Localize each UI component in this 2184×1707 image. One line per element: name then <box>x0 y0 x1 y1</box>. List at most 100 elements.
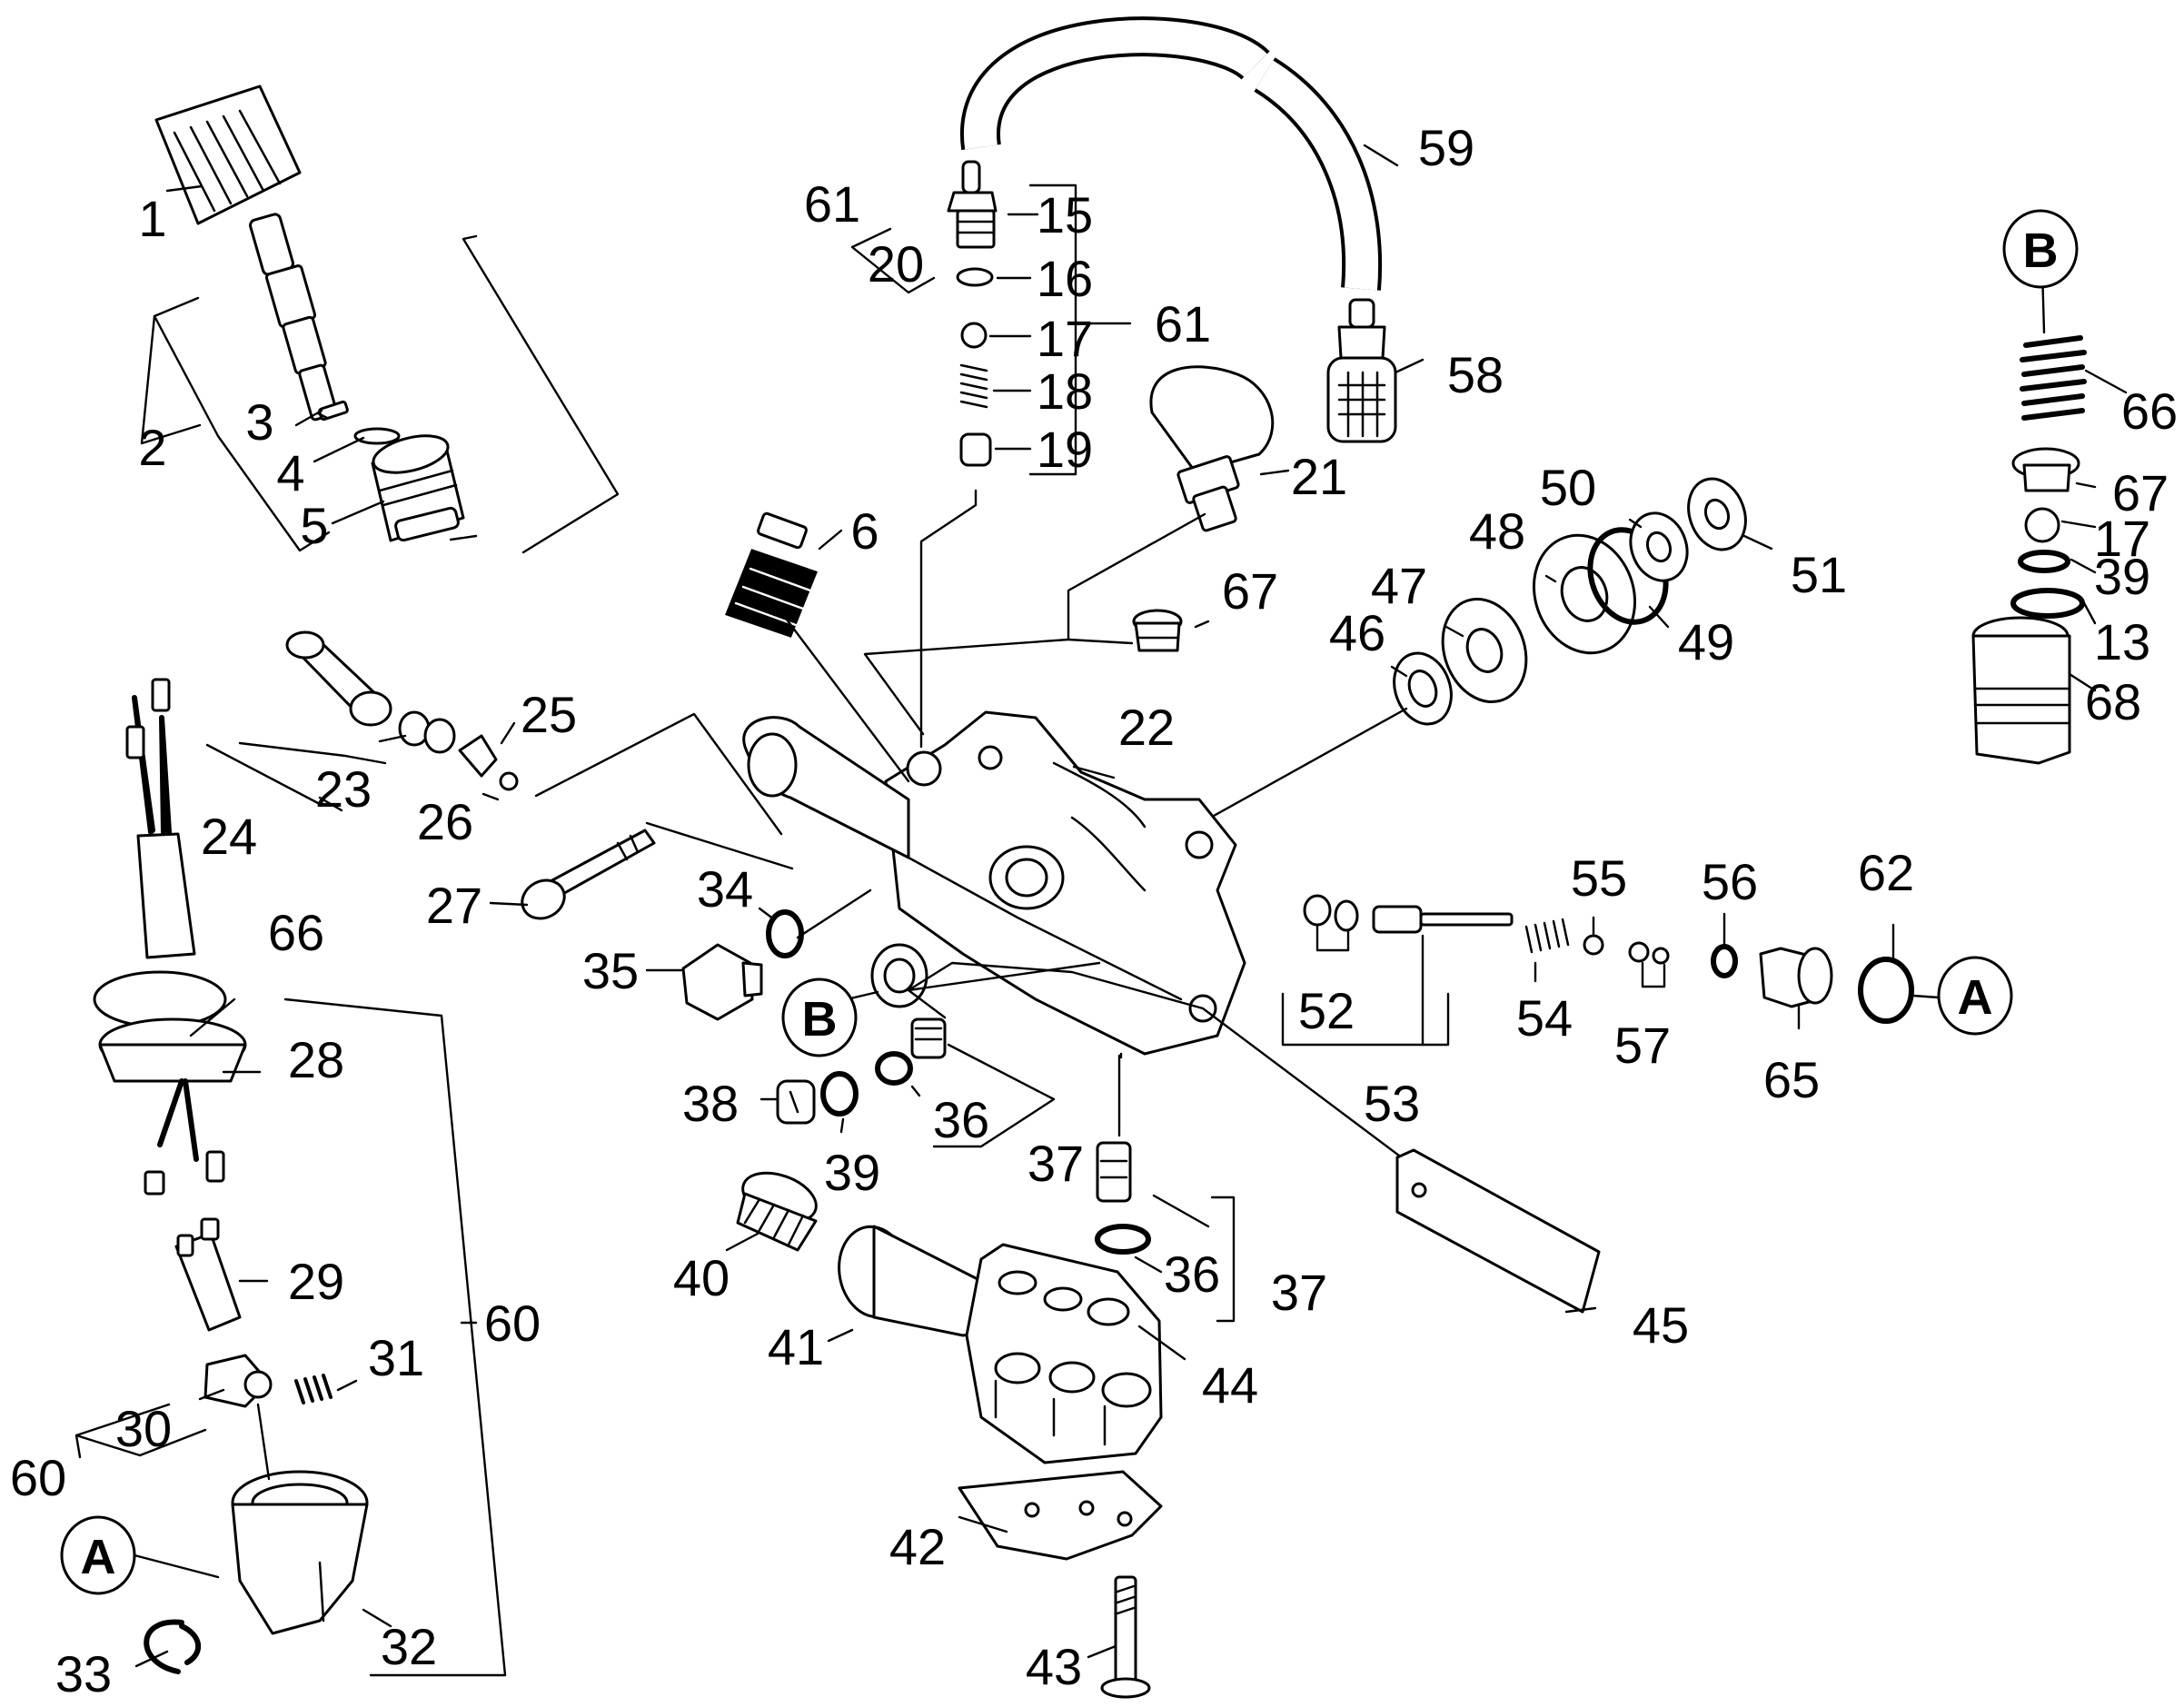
callout-65: 65 <box>1763 1051 1820 1108</box>
callout-61a: 61 <box>804 175 860 233</box>
part-59-hose <box>960 16 1382 291</box>
part-51-washer <box>1687 477 1747 551</box>
callout-38: 38 <box>682 1075 739 1132</box>
part-24-bypass <box>285 630 392 727</box>
callout-2: 2 <box>138 419 166 476</box>
part-40-screen <box>736 1171 818 1252</box>
svg-text:A: A <box>1958 970 1993 1025</box>
callout-59: 59 <box>1418 119 1474 176</box>
callout-31: 31 <box>368 1329 424 1386</box>
part-17-ball <box>960 322 988 349</box>
part-65-fitting <box>1759 947 1833 1008</box>
part-21-plug <box>1149 365 1275 532</box>
part-39-oring <box>820 1071 859 1116</box>
part-16-oring <box>956 267 994 287</box>
callout-29: 29 <box>288 1253 344 1310</box>
part-47-washer <box>1441 597 1528 704</box>
callout-36b: 36 <box>1164 1246 1220 1303</box>
part-32-elbow <box>231 1470 369 1635</box>
part-52-oring <box>1303 894 1332 927</box>
part-drawings <box>93 16 2087 1699</box>
part-58-filter <box>1326 298 1397 443</box>
callout-15: 15 <box>1037 186 1093 243</box>
callout-53: 53 <box>1364 1075 1420 1132</box>
part-48-bearing <box>1532 533 1637 655</box>
callout-1: 1 <box>138 190 166 247</box>
part-38-cap <box>776 1079 816 1125</box>
callout-54: 54 <box>1516 989 1573 1047</box>
callout-22: 22 <box>1118 699 1175 756</box>
part-68-valve-body <box>1971 616 2071 765</box>
callout-51: 51 <box>1791 546 1847 603</box>
part-67-seat <box>2011 447 2080 492</box>
callout-45: 45 <box>1633 1296 1689 1354</box>
part-44-manifold <box>965 1243 1163 1464</box>
part-5-nut <box>371 434 465 542</box>
callout-67b: 67 <box>1222 562 1278 620</box>
callout-60a: 60 <box>484 1295 541 1352</box>
part-33-clip <box>144 1619 202 1674</box>
callout-37a: 37 <box>1027 1135 1084 1192</box>
callout-13: 13 <box>2094 613 2150 670</box>
part-6-valve <box>725 511 818 638</box>
callout-4: 4 <box>276 444 304 501</box>
callout-58: 58 <box>1447 346 1504 403</box>
part-25-nozzle <box>458 734 498 778</box>
callout-numbers: 1 2 3 4 5 6 13 15 16 17 17 18 19 20 21 2… <box>10 119 2178 1702</box>
callout-3: 3 <box>245 393 273 451</box>
callout-50: 50 <box>1540 459 1596 516</box>
part-26-oring <box>499 771 519 791</box>
callout-47: 47 <box>1371 557 1427 614</box>
part-19-cap <box>959 432 992 467</box>
part-39-ring-right <box>2018 550 2070 573</box>
callout-37b: 37 <box>1271 1264 1327 1321</box>
ref-b-top: B <box>2002 209 2079 289</box>
callout-43: 43 <box>1026 1638 1082 1695</box>
callout-39a: 39 <box>824 1144 880 1201</box>
callout-36a: 36 <box>933 1091 989 1148</box>
part-55-washer <box>1583 934 1604 956</box>
svg-text:A: A <box>81 1530 116 1584</box>
callout-35: 35 <box>582 942 639 999</box>
part-30-cam <box>204 1354 273 1408</box>
callout-68: 68 <box>2085 673 2141 730</box>
part-50-seal <box>1629 511 1689 582</box>
part-28-switch-housing <box>93 678 247 1196</box>
part-36-valve-lower <box>1096 1141 1132 1203</box>
svg-text:B: B <box>2023 223 2059 278</box>
callout-27: 27 <box>426 877 482 934</box>
ref-b-mid: B <box>781 978 858 1057</box>
callout-55: 55 <box>1571 849 1627 907</box>
part-27-bolt <box>521 829 656 920</box>
part-54-spring <box>1524 918 1570 954</box>
callout-33: 33 <box>55 1645 112 1702</box>
part-17-ball-right <box>2024 507 2060 543</box>
part-2-piston <box>249 213 338 422</box>
callout-40: 40 <box>673 1249 730 1306</box>
callout-17b: 17 <box>2094 510 2150 567</box>
callout-48: 48 <box>1469 502 1525 560</box>
part-39-oring-mid <box>875 1051 913 1086</box>
callout-25: 25 <box>521 686 577 743</box>
svg-text:B: B <box>802 992 838 1047</box>
callout-16: 16 <box>1037 250 1093 307</box>
callout-26: 26 <box>417 793 473 850</box>
ref-a-left: A <box>60 1515 136 1595</box>
callout-41: 41 <box>768 1318 824 1375</box>
part-62-ring <box>1858 957 1914 1024</box>
reference-markers: A A B B <box>60 209 2079 1595</box>
callout-17a: 17 <box>1037 310 1093 367</box>
part-66-spring <box>2020 335 2087 421</box>
part-35-drain-plug <box>681 943 763 1021</box>
callout-66b: 66 <box>268 904 324 961</box>
callout-52: 52 <box>1298 982 1355 1039</box>
callout-18: 18 <box>1037 362 1093 420</box>
callout-66a: 66 <box>2121 382 2178 440</box>
part-53-stem <box>1372 905 1514 934</box>
callout-57: 57 <box>1614 1017 1671 1074</box>
callout-39b: 39 <box>2094 548 2150 605</box>
part-46-seal <box>1393 651 1453 726</box>
callout-5: 5 <box>300 497 328 554</box>
part-52-oring-b <box>1334 899 1359 932</box>
